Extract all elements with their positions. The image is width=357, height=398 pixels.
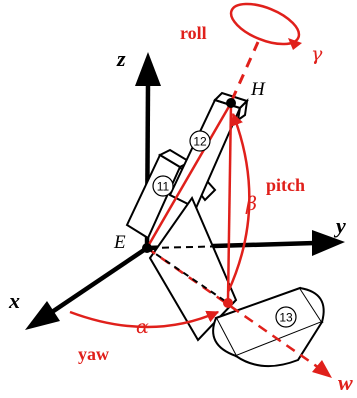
gamma-label: γ xyxy=(311,43,323,65)
z-axis-arrowhead xyxy=(135,52,161,86)
pitch-arc-beta xyxy=(226,112,251,293)
z-axis-label: z xyxy=(116,46,126,71)
link-e-h xyxy=(145,102,233,249)
x-axis-label: x xyxy=(8,288,20,313)
svg-text:13: 13 xyxy=(279,311,293,325)
segment-badge-12: 12 xyxy=(189,130,211,152)
alpha-label: α xyxy=(136,316,149,338)
forearm xyxy=(212,286,325,368)
point-h-label: H xyxy=(250,79,266,100)
point-e-label: E xyxy=(113,232,126,253)
roll-label: roll xyxy=(180,23,207,43)
joint-axis-lines xyxy=(146,41,332,378)
segment-badge-11: 11 xyxy=(152,175,174,197)
segment-badge-13: 13 xyxy=(275,306,297,328)
beta-label: β xyxy=(245,193,257,215)
y-hidden-dashed xyxy=(149,245,233,249)
svg-text:12: 12 xyxy=(193,135,207,149)
x-axis-arrowhead xyxy=(25,301,60,330)
link-h-joint xyxy=(226,102,233,301)
pitch-label: pitch xyxy=(266,175,305,195)
x-axis-line xyxy=(50,246,149,314)
w-axis-arrowhead xyxy=(312,360,332,378)
y-axis-arrowhead xyxy=(312,230,345,256)
roll-arrowhead xyxy=(288,38,302,50)
joint-dot xyxy=(223,298,233,308)
yaw-label: yaw xyxy=(78,344,109,364)
svg-text:11: 11 xyxy=(157,180,170,194)
e-to-joint-dashed xyxy=(146,247,229,304)
point-e-dot xyxy=(142,243,152,253)
point-h-dot xyxy=(226,98,236,108)
yaw-arc-alpha xyxy=(69,310,220,329)
roll-ellipse-gamma xyxy=(229,2,301,46)
y-axis-label: y xyxy=(333,213,346,238)
w-axis-label: w xyxy=(338,370,353,395)
